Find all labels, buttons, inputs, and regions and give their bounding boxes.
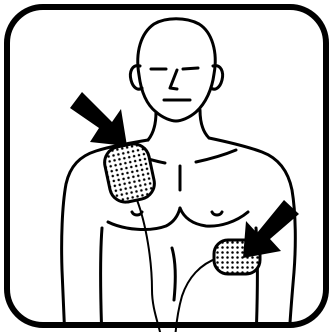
right-eye (183, 68, 198, 69)
left-armpit (101, 228, 103, 332)
